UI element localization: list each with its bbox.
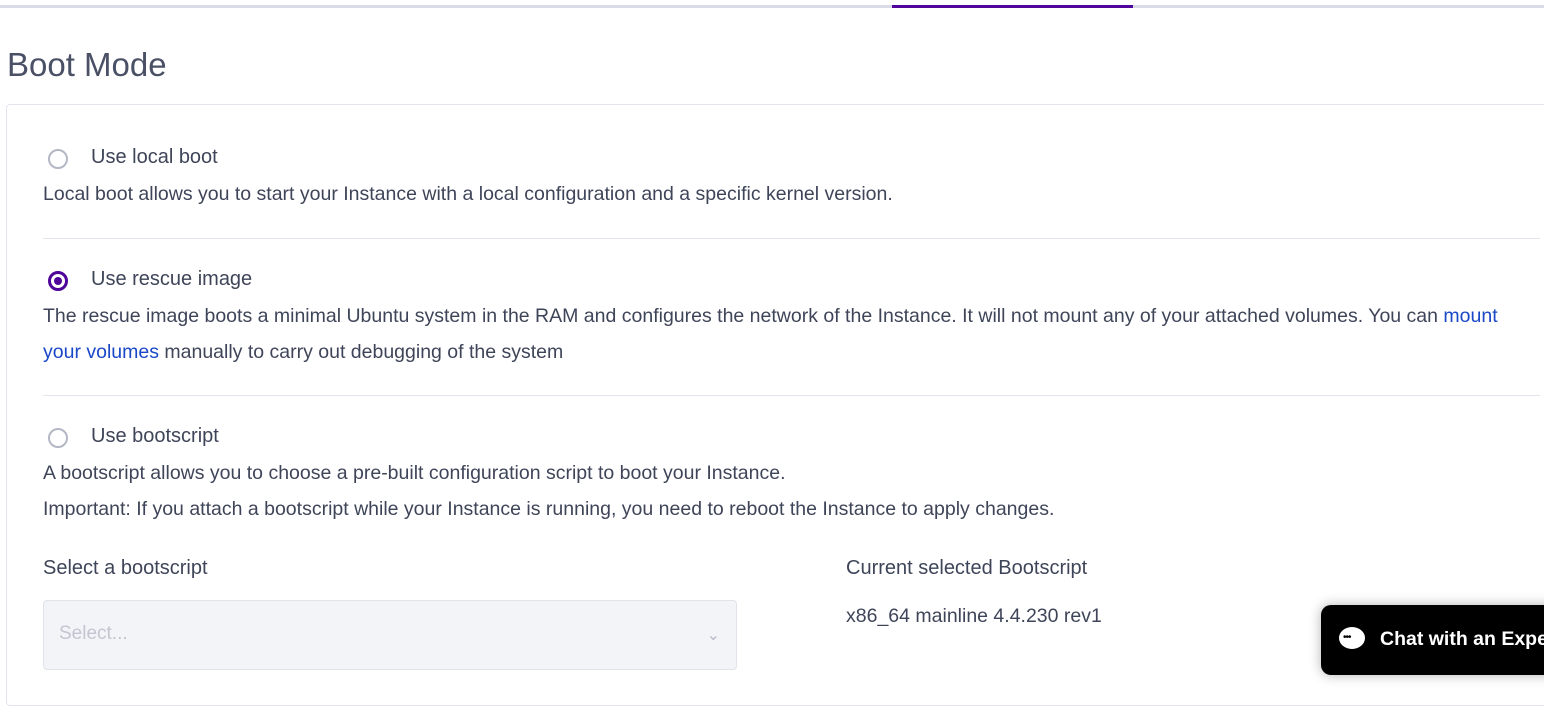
radio-rescue-image[interactable] — [48, 271, 68, 291]
divider — [43, 395, 1540, 396]
option-label-rescue-image[interactable]: Use rescue image — [91, 268, 253, 290]
select-placeholder: Select... — [59, 623, 128, 644]
option-description-rescue-image: The rescue image boots a minimal Ubuntu … — [43, 298, 1523, 370]
chat-with-expert-button[interactable]: Chat with an Expert — [1321, 605, 1544, 675]
current-bootscript-value: x86_64 mainline 4.4.230 rev1 — [846, 605, 1102, 627]
chat-label: Chat with an Expert — [1380, 628, 1544, 650]
bootscript-select[interactable]: Select... ⌄ — [43, 600, 737, 670]
active-tab-indicator — [892, 5, 1133, 8]
option-label-local-boot[interactable]: Use local boot — [91, 146, 218, 168]
radio-bootscript[interactable] — [48, 428, 68, 448]
select-bootscript-label: Select a bootscript — [43, 557, 208, 579]
description-text: manually to carry out debugging of the s… — [158, 341, 564, 363]
divider — [43, 238, 1540, 239]
chat-bubble-icon — [1339, 627, 1365, 649]
chevron-down-icon: ⌄ — [706, 627, 720, 644]
description-text: The rescue image boots a minimal Ubuntu … — [43, 305, 1444, 327]
option-label-bootscript[interactable]: Use bootscript — [91, 425, 219, 447]
option-description-bootscript: A bootscript allows you to choose a pre-… — [43, 462, 786, 484]
page-title: Boot Mode — [7, 46, 167, 83]
tab-indicator-bar — [0, 5, 1544, 8]
bootscript-description-block: A bootscript allows you to choose a pre-… — [43, 455, 1523, 527]
mount-volumes-link[interactable]: mount your volumes — [43, 305, 1498, 363]
option-description-local-boot: Local boot allows you to start your Inst… — [43, 183, 893, 205]
bootscript-important-note: Important: If you attach a bootscript wh… — [43, 498, 1055, 520]
current-bootscript-label: Current selected Bootscript — [846, 557, 1088, 579]
radio-local-boot[interactable] — [48, 149, 68, 169]
